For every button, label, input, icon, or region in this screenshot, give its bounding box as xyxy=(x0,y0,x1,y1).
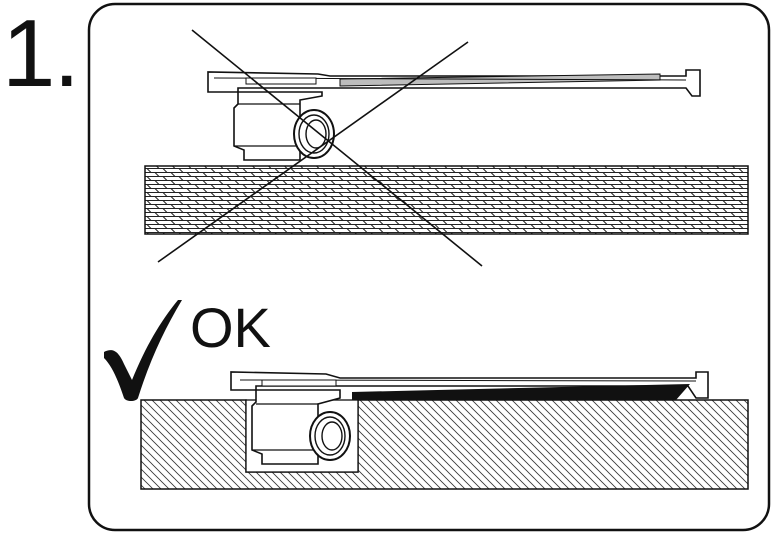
drain-body-top xyxy=(233,91,335,161)
frame-border xyxy=(87,2,771,532)
correct-installation xyxy=(104,300,749,490)
step-number: 1. xyxy=(2,0,80,107)
tiled-floor-slab xyxy=(144,165,749,235)
ok-label: OK xyxy=(190,296,271,359)
cross-mark-icon xyxy=(157,29,483,267)
wrong-installation xyxy=(144,29,749,267)
screed-slab xyxy=(140,399,749,490)
drain-body-bottom xyxy=(251,389,351,465)
check-mark-icon xyxy=(104,300,182,401)
